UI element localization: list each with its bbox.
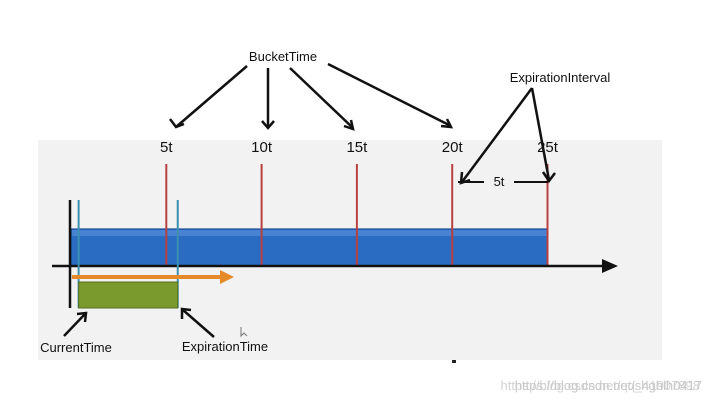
expiration-time-label: ExpirationTime — [182, 339, 268, 354]
tick-label: 25t — [537, 139, 559, 156]
watermark-text: https://blog.csdn.net/shghlh0417 — [515, 378, 702, 393]
tick-label: 20t — [442, 139, 464, 156]
expiry-block — [78, 281, 179, 309]
bucket-segment-highlight — [167, 230, 261, 236]
tick-label: 15t — [346, 139, 368, 156]
current-time-arrow — [63, 311, 88, 337]
bucket-time-arrows — [169, 62, 454, 131]
bucket-segment-highlight — [357, 230, 452, 236]
bucket-time-label: BucketTime — [249, 49, 317, 64]
bucket-segment-highlight — [262, 230, 356, 236]
interval-value-label: 5t — [494, 174, 505, 189]
bucket-bar — [70, 228, 549, 267]
overlay-watermark-text: https://blog.csdn.net/qq_41907898 — [501, 378, 701, 393]
bucket-segment-highlight — [453, 230, 547, 236]
expiration-interval-label: ExpirationInterval — [510, 70, 611, 85]
axis-arrowhead — [602, 259, 618, 273]
bucket-segment-highlight — [72, 230, 166, 236]
tick-group: 5t 10t 15t 20t 25t — [160, 139, 559, 266]
expiration-time-arrow — [180, 307, 215, 338]
tick-label: 5t — [160, 139, 173, 156]
current-time-label: CurrentTime — [40, 340, 112, 355]
orange-arrow-head — [220, 270, 234, 284]
cursor-icon — [240, 327, 248, 338]
tick-label: 10t — [251, 139, 273, 156]
stray-mark — [452, 360, 456, 363]
